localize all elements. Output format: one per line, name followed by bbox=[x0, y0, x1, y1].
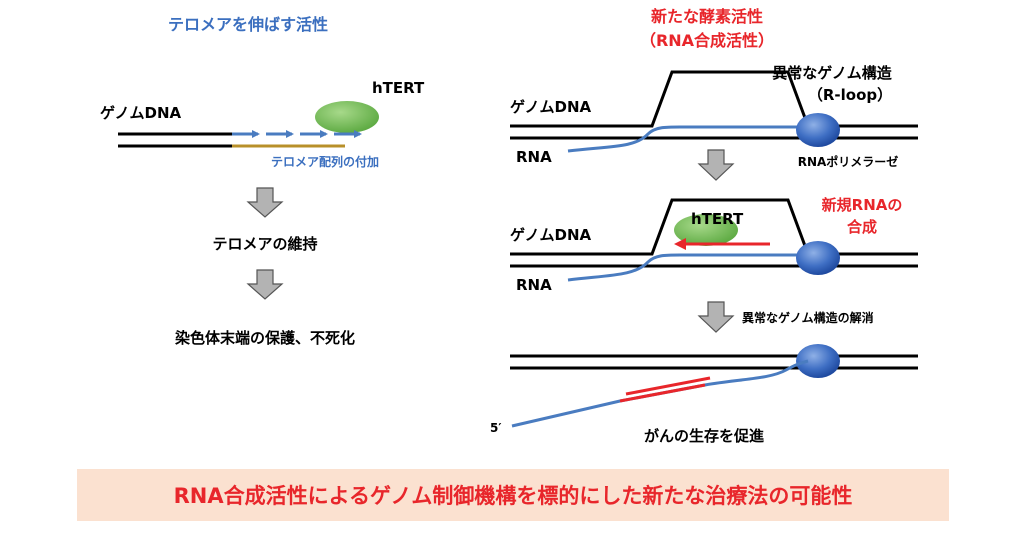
rna-strand-3 bbox=[511, 359, 809, 428]
left-step2-text: 染色体末端の保護、不死化 bbox=[174, 329, 355, 347]
rna-label-2: RNA bbox=[516, 276, 552, 294]
genome-label-2: ゲノムDNA bbox=[510, 226, 592, 244]
right-htert-label: hTERT bbox=[691, 210, 744, 228]
bottom-banner bbox=[77, 469, 949, 521]
left-htert-label: hTERT bbox=[372, 79, 425, 97]
right-down-arrow-2 bbox=[697, 301, 735, 333]
polymerase-label: RNAポリメラーゼ bbox=[798, 154, 899, 169]
left-step1-text: テロメアの維持 bbox=[212, 235, 317, 253]
new-rna-red-line-3 bbox=[625, 376, 711, 396]
rna-strand-2 bbox=[567, 253, 800, 282]
rna-polymerase-1 bbox=[796, 113, 840, 147]
right-title-line2: （RNA合成活性） bbox=[640, 31, 774, 50]
result-text: がんの生存を促進 bbox=[644, 427, 765, 445]
structure-label-line2: （R-loop） bbox=[808, 86, 892, 104]
left-title: テロメアを伸ばす活性 bbox=[168, 15, 328, 34]
rna-polymerase-3 bbox=[796, 344, 840, 378]
resolution-label: 異常なゲノム構造の解消 bbox=[742, 310, 874, 325]
genome-label-1: ゲノムDNA bbox=[510, 98, 592, 116]
synthesis-label-line1: 新規RNAの bbox=[822, 196, 903, 214]
synthesis-label-line2: 合成 bbox=[846, 218, 877, 236]
rna-red-segment-3 bbox=[619, 383, 706, 403]
htert-enzyme-left bbox=[315, 101, 379, 133]
banner-text: RNA合成活性によるゲノム制御機構を標的にした新たな治療法の可能性 bbox=[174, 484, 853, 508]
left-genome-label: ゲノムDNA bbox=[100, 104, 182, 122]
right-title-line1: 新たな酵素活性 bbox=[651, 7, 763, 26]
rna-strand-1 bbox=[567, 125, 800, 153]
htert-enzyme-right bbox=[674, 214, 738, 246]
rna-polymerase-2 bbox=[796, 241, 840, 275]
telomere-addition-label: テロメア配列の付加 bbox=[271, 154, 379, 169]
left-down-arrow-1 bbox=[246, 187, 284, 218]
five-prime-label: 5′ bbox=[490, 421, 502, 435]
rna-label-1: RNA bbox=[516, 148, 552, 166]
right-down-arrow-1 bbox=[697, 149, 735, 181]
left-down-arrow-2 bbox=[246, 269, 284, 300]
structure-label-line1: 異常なゲノム構造 bbox=[772, 64, 892, 82]
